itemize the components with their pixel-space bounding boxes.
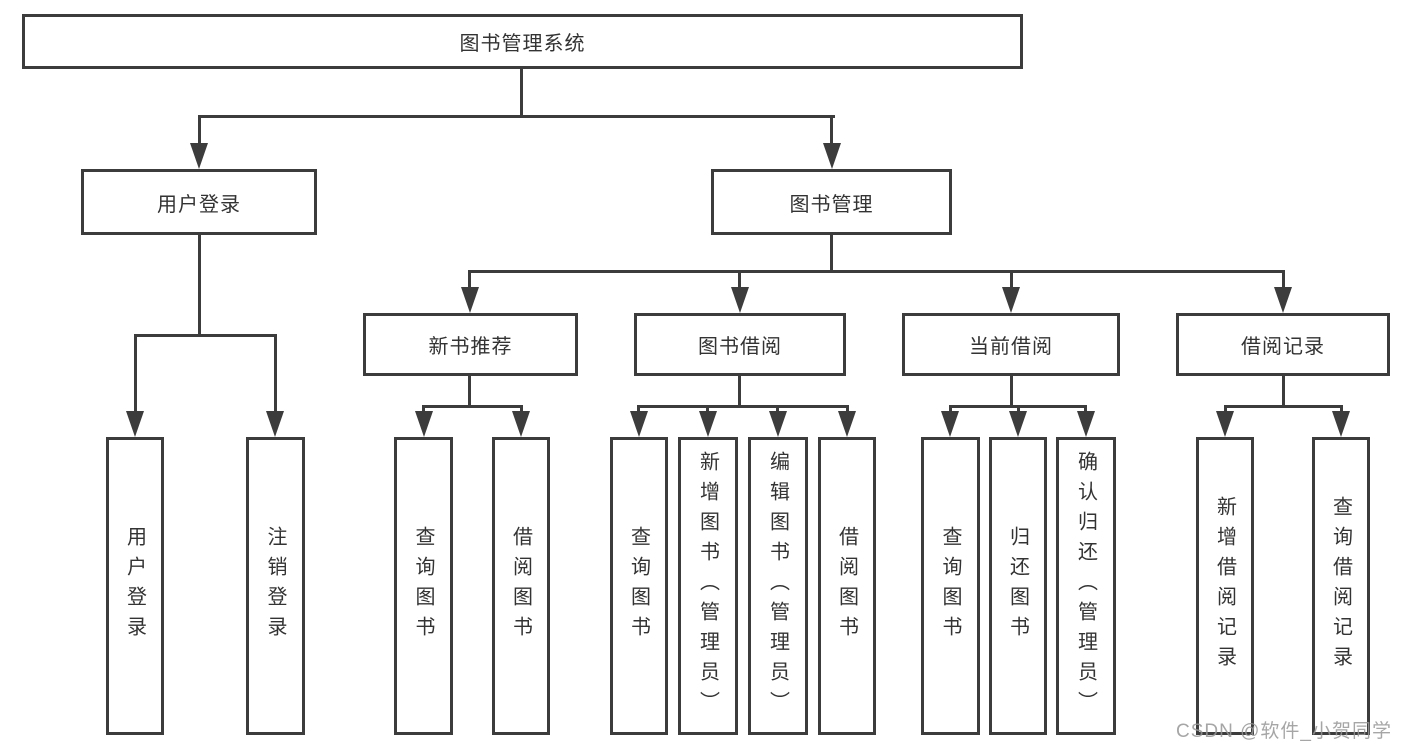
csdn-watermark: CSDN @软件_小贺同学 [1176, 721, 1392, 742]
connector-drop-book-borrowing [738, 270, 741, 289]
node-label: 图书借阅 [698, 336, 782, 358]
connector-drop-leaf [134, 334, 137, 414]
leaf-label: 确认归还（管理员） [1074, 451, 1097, 721]
node-label: 图书管理 [789, 193, 874, 216]
connector-book-borrowing-rail [637, 405, 849, 408]
connector-user-login-stub [198, 235, 201, 337]
connector-drop-leaf [637, 405, 640, 414]
connector-drop-leaf [846, 405, 849, 414]
node-label: 用户登录 [157, 193, 241, 216]
leaf-label: 编辑图书（管理员） [766, 451, 789, 721]
arrow-down-icon [630, 411, 648, 437]
arrow-down-icon [1077, 411, 1095, 437]
connector-root-rail [198, 115, 835, 118]
connector-drop-leaf [1017, 405, 1020, 414]
arrow-down-icon [190, 143, 208, 169]
leaf-logout: 注销登录 [246, 437, 305, 735]
connector-drop-book-management [830, 115, 833, 146]
arrow-down-icon [266, 411, 284, 437]
node-library-management-system: 图书管理系统 [22, 14, 1023, 69]
leaf-label: 归还图书 [1006, 526, 1029, 646]
leaf-label: 用户登录 [123, 526, 146, 646]
arrow-down-icon [1332, 411, 1350, 437]
connector-drop-leaf [706, 405, 709, 414]
node-new-book-recommendation: 新书推荐 [363, 313, 578, 376]
connector-drop-leaf [1084, 405, 1087, 414]
node-book-management: 图书管理 [711, 169, 952, 235]
connector-root-stub [520, 66, 523, 117]
arrow-down-icon [769, 411, 787, 437]
connector-drop-leaf [1340, 405, 1343, 414]
leaf-edit-books-admin: 编辑图书（管理员） [748, 437, 808, 735]
leaf-label: 新增图书（管理员） [696, 451, 719, 721]
arrow-down-icon [512, 411, 530, 437]
leaf-label: 查询图书 [939, 526, 961, 646]
leaf-query-books-recommend: 查询图书 [394, 437, 453, 735]
leaf-query-books-current: 查询图书 [921, 437, 980, 735]
node-label: 当前借阅 [969, 336, 1053, 358]
connector-drop-leaf [1224, 405, 1227, 414]
arrow-down-icon [1216, 411, 1234, 437]
connector-borrowing-records-stub [1282, 376, 1285, 408]
arrow-down-icon [823, 143, 841, 169]
arrow-down-icon [1002, 287, 1020, 313]
connector-drop-user-login [198, 115, 201, 146]
connector-current-borrowing-stub [1010, 376, 1013, 408]
arrow-down-icon [941, 411, 959, 437]
node-label: 新书推荐 [428, 336, 513, 358]
node-label: 借阅记录 [1241, 336, 1325, 358]
arrow-down-icon [126, 411, 144, 437]
leaf-label: 新增借阅记录 [1213, 496, 1236, 676]
arrow-down-icon [699, 411, 717, 437]
arrow-down-icon [461, 287, 479, 313]
node-current-borrowing: 当前借阅 [902, 313, 1120, 376]
connector-user-login-rail [134, 334, 277, 337]
connector-drop-new-book-recommendation [468, 270, 471, 289]
connector-drop-borrowing-records [1282, 270, 1285, 289]
connector-book-management-rail [468, 270, 1285, 273]
leaf-user-login: 用户登录 [106, 437, 164, 735]
leaf-add-borrow-record: 新增借阅记录 [1196, 437, 1254, 735]
connector-book-borrowing-stub [738, 376, 741, 408]
leaf-return-books: 归还图书 [989, 437, 1047, 735]
leaf-label: 借阅图书 [835, 526, 858, 646]
arrow-down-icon [838, 411, 856, 437]
leaf-query-borrow-record: 查询借阅记录 [1312, 437, 1370, 735]
arrow-down-icon [1009, 411, 1027, 437]
connector-drop-leaf [274, 334, 277, 414]
connector-drop-leaf [776, 405, 779, 414]
leaf-add-books-admin: 新增图书（管理员） [678, 437, 738, 735]
connector-book-management-stub [830, 235, 833, 273]
connector-new-book-stub [468, 376, 471, 408]
connector-drop-leaf [949, 405, 952, 414]
node-user-login: 用户登录 [81, 169, 317, 235]
arrow-down-icon [415, 411, 433, 437]
leaf-borrow-books-recommend: 借阅图书 [492, 437, 550, 735]
leaf-borrow-books-borrowing: 借阅图书 [818, 437, 876, 735]
leaf-label: 查询借阅记录 [1329, 496, 1352, 676]
connector-new-book-rail [422, 405, 523, 408]
leaf-label: 注销登录 [264, 526, 286, 646]
connector-borrowing-records-rail [1224, 405, 1343, 408]
arrow-down-icon [1274, 287, 1292, 313]
leaf-label: 借阅图书 [509, 526, 532, 646]
node-book-borrowing: 图书借阅 [634, 313, 846, 376]
node-borrowing-records: 借阅记录 [1176, 313, 1390, 376]
leaf-confirm-return-admin: 确认归还（管理员） [1056, 437, 1116, 735]
leaf-query-books-borrowing: 查询图书 [610, 437, 668, 735]
node-label: 图书管理系统 [459, 33, 586, 55]
connector-drop-leaf [520, 405, 523, 414]
arrow-down-icon [731, 287, 749, 313]
leaf-label: 查询图书 [412, 526, 434, 646]
leaf-label: 查询图书 [627, 526, 650, 646]
connector-drop-leaf [422, 405, 425, 414]
connector-drop-current-borrowing [1010, 270, 1013, 289]
